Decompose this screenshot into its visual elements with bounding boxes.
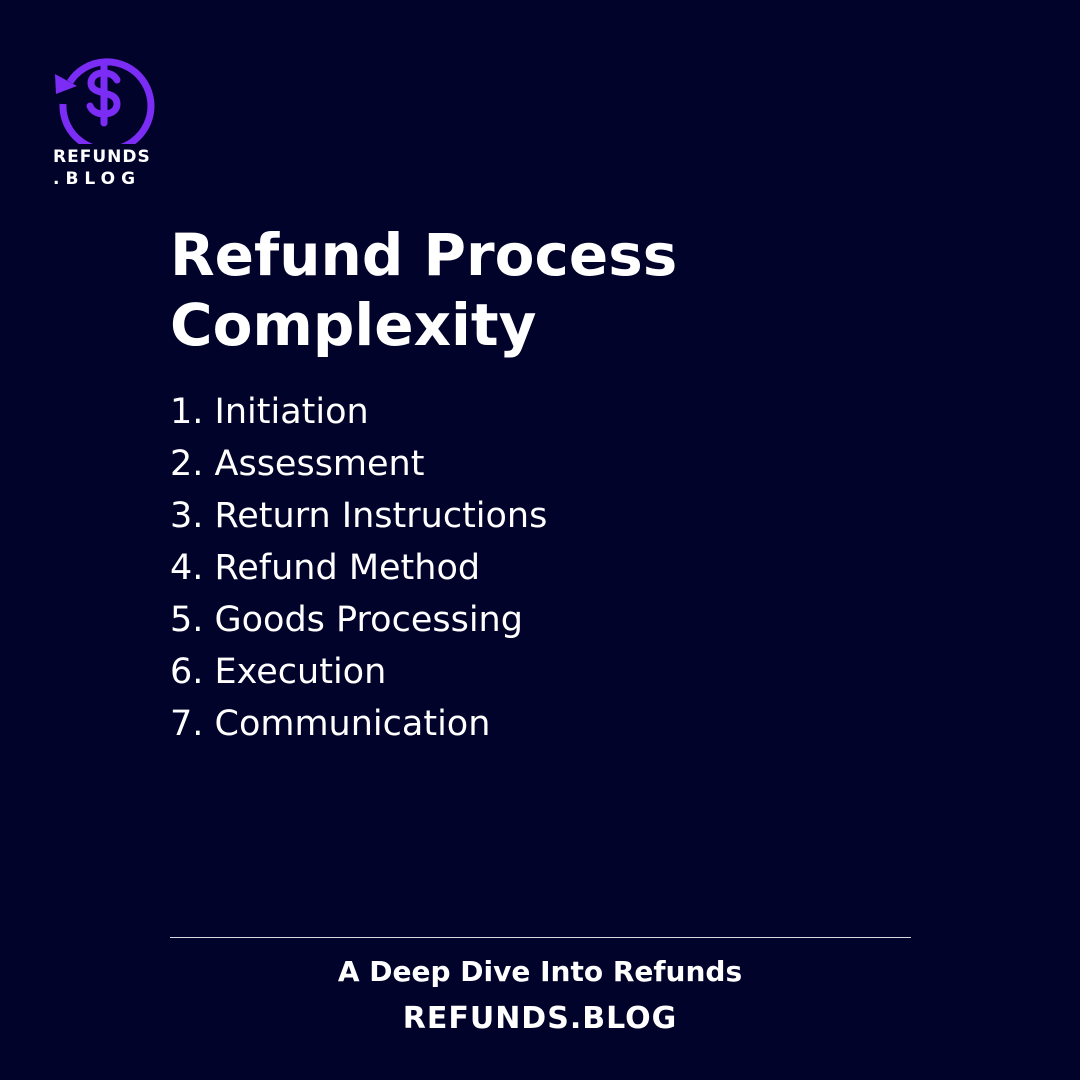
list-item-step-2: 2. Assessment bbox=[170, 444, 425, 484]
logo-wordmark: REFUNDS .BLOG bbox=[50, 146, 160, 190]
list-item-step-4: 4. Refund Method bbox=[170, 548, 481, 588]
footer-site-link[interactable]: REFUNDS.BLOG bbox=[402, 1001, 678, 1036]
logo-wordmark-line2: .BLOG bbox=[53, 169, 142, 189]
footer-tagline: A Deep Dive Into Refunds bbox=[337, 955, 743, 988]
list-item-step-3: 3. Return Instructions bbox=[170, 496, 548, 536]
list-item-step-6: 6. Execution bbox=[170, 652, 387, 692]
process-steps-list: 1. Initiation 2. Assessment 3. Return In… bbox=[170, 386, 547, 750]
list-item-step-1: 1. Initiation bbox=[170, 392, 369, 432]
logo-wordmark-line1: REFUNDS bbox=[53, 147, 151, 167]
refund-dollar-icon bbox=[55, 58, 155, 144]
list-item-step-5: 5. Goods Processing bbox=[170, 600, 523, 640]
brand-logo: REFUNDS .BLOG bbox=[50, 48, 160, 190]
footer-divider bbox=[170, 937, 911, 938]
page-title: Refund Process Complexity bbox=[170, 221, 678, 359]
list-item-step-7: 7. Communication bbox=[170, 704, 491, 744]
